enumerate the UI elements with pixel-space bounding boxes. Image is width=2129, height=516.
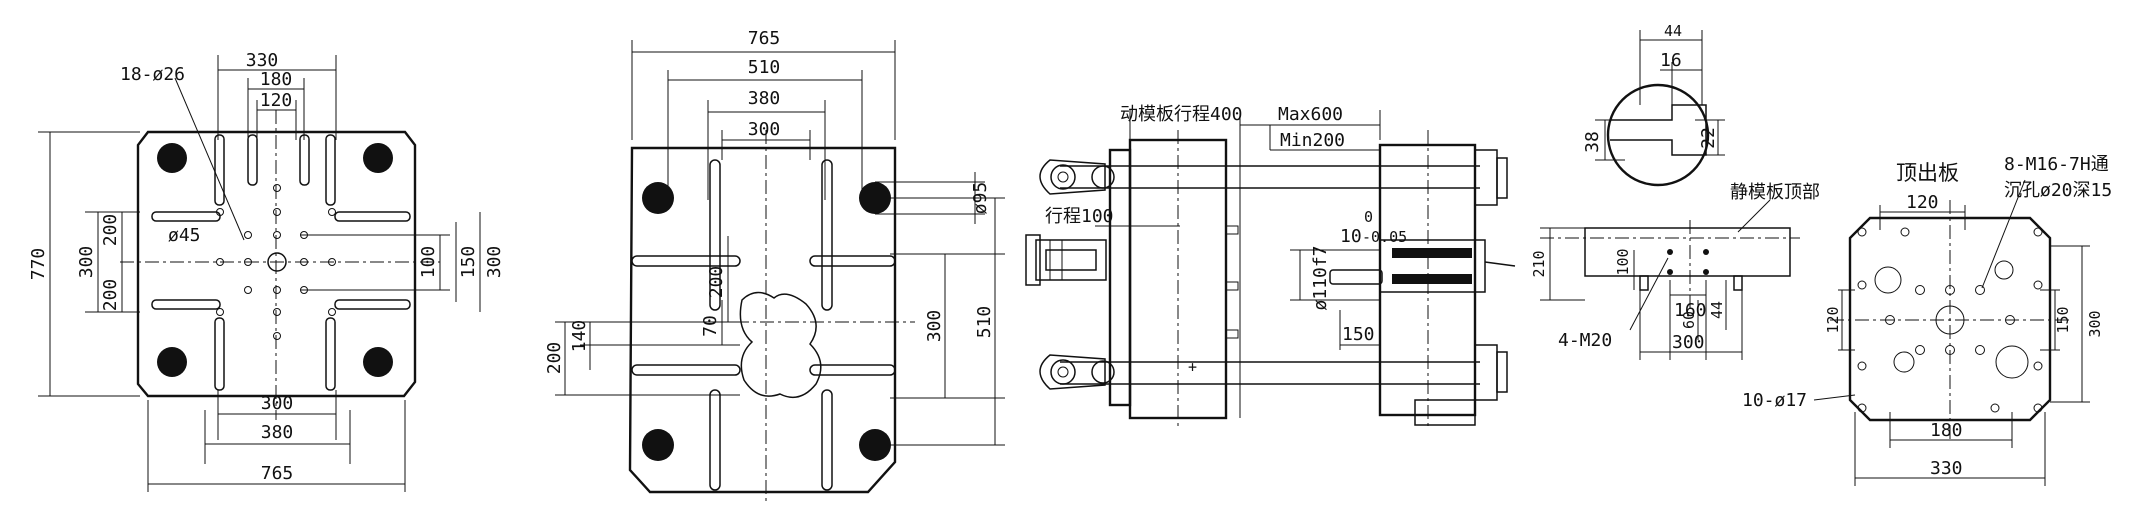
tol-lower: -0.05 bbox=[1362, 228, 1407, 246]
dim-300-right: 300 bbox=[924, 310, 945, 343]
label-10-d17: 10-ø17 bbox=[1742, 390, 1807, 411]
dim-100: 100 bbox=[418, 246, 439, 279]
dim-200-inner: 200 bbox=[706, 266, 727, 299]
tol-upper: 0 bbox=[1364, 208, 1373, 226]
dim-180-bottom: 180 bbox=[1930, 420, 1963, 441]
plus-mark: + bbox=[1188, 358, 1197, 376]
dim-70: 70 bbox=[700, 315, 721, 337]
dim-300-left: 300 bbox=[76, 246, 97, 279]
view-fixed-platen-top: 静模板顶部 210 100 4-M20 160 60 44 300 bbox=[1530, 182, 1820, 360]
dim-765-top: 765 bbox=[748, 28, 781, 49]
dim-330-bottom: 330 bbox=[1930, 458, 1963, 479]
dim-44-slot: 44 bbox=[1664, 22, 1682, 40]
view-fixed-platen: 765 510 380 300 ø95 300 510 200 70 bbox=[544, 28, 1005, 505]
dim-120-left: 120 bbox=[1824, 306, 1842, 333]
tol-base: 10 bbox=[1340, 226, 1362, 247]
dim-150: 150 bbox=[458, 246, 479, 279]
view-ejector-plate: 顶出板 8-M16-7H通 沉孔ø20深15 120 120 150 300 1… bbox=[1742, 154, 2112, 486]
dim-38: 38 bbox=[1582, 131, 1603, 153]
label-fixed-platen-top: 静模板顶部 bbox=[1730, 182, 1820, 203]
dim-200-upper: 200 bbox=[100, 214, 121, 247]
dim-44-top: 44 bbox=[1708, 301, 1726, 319]
dim-300-top-view: 300 bbox=[1672, 332, 1705, 353]
dim-330: 330 bbox=[246, 50, 279, 71]
dim-300-top: 300 bbox=[748, 119, 781, 140]
dim-300-far-right: 300 bbox=[2086, 310, 2104, 337]
dim-120: 120 bbox=[260, 90, 293, 111]
label-ejector-plate: 顶出板 bbox=[1896, 161, 1959, 185]
view-moving-platen: 330 180 120 18-ø26 770 300 200 200 ø45 1… bbox=[28, 50, 505, 492]
label-8-m16: 8-M16-7H通 bbox=[2004, 154, 2109, 175]
dim-300-bottom: 300 bbox=[261, 393, 294, 414]
dim-150-right: 150 bbox=[2054, 306, 2072, 333]
dim-200-lower: 200 bbox=[100, 279, 121, 312]
dim-510-top: 510 bbox=[748, 57, 781, 78]
dim-380-top: 380 bbox=[748, 88, 781, 109]
label-counterbore: 沉孔ø20深15 bbox=[2004, 180, 2112, 201]
dim-d95: ø95 bbox=[970, 182, 991, 215]
label-stroke-400: 动模板行程400 bbox=[1120, 104, 1243, 125]
label-max600: Max600 bbox=[1278, 104, 1343, 125]
dim-770: 770 bbox=[28, 248, 49, 281]
dim-22: 22 bbox=[1698, 127, 1719, 149]
dim-200-left: 200 bbox=[544, 342, 565, 375]
dim-160: 160 bbox=[1674, 300, 1707, 321]
dim-150-side: 150 bbox=[1342, 324, 1375, 345]
dim-120-top: 120 bbox=[1906, 192, 1939, 213]
label-stroke-100: 行程100 bbox=[1045, 206, 1114, 227]
dim-765-bottom: 765 bbox=[261, 463, 294, 484]
view-tslot-detail: 44 16 38 22 bbox=[1582, 22, 1725, 187]
dim-300-right: 300 bbox=[484, 246, 505, 279]
view-machine-side: + 动 bbox=[1025, 104, 1516, 430]
dim-210: 210 bbox=[1530, 250, 1548, 277]
dim-380-bottom: 380 bbox=[261, 422, 294, 443]
label-4-m20: 4-M20 bbox=[1558, 330, 1612, 351]
dim-100-top: 100 bbox=[1614, 248, 1632, 275]
label-min200: Min200 bbox=[1280, 130, 1345, 151]
dim-d110f7: ø110f7 bbox=[1310, 245, 1331, 310]
dim-510-right: 510 bbox=[974, 306, 995, 339]
dim-180: 180 bbox=[260, 69, 293, 90]
dim-holes-18: 18-ø26 bbox=[120, 64, 185, 85]
dim-d45: ø45 bbox=[168, 225, 201, 246]
dim-16: 16 bbox=[1660, 50, 1682, 71]
dim-60: 60 bbox=[1680, 311, 1698, 329]
dim-140: 140 bbox=[569, 320, 590, 353]
